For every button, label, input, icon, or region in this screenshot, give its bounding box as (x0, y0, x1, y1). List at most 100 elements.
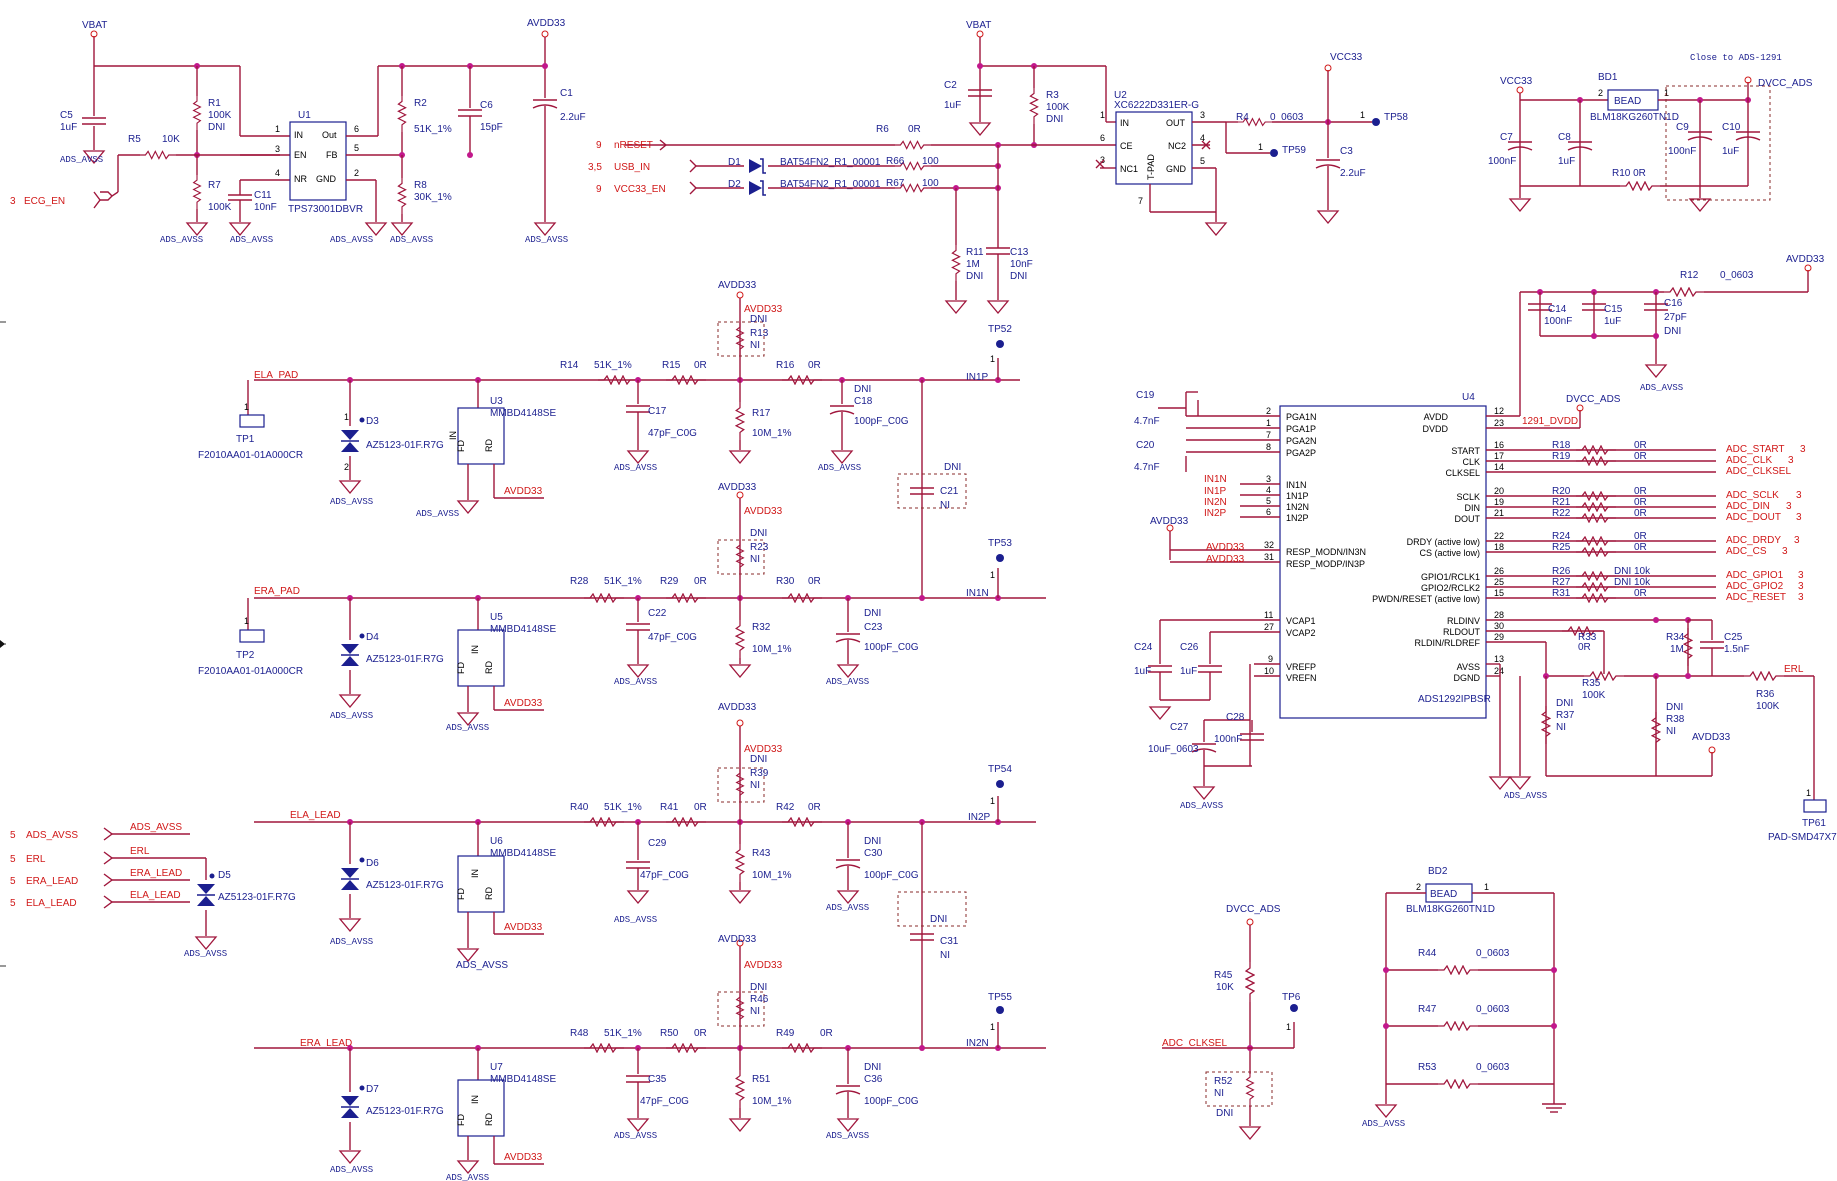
svg-text:100K: 100K (1046, 102, 1070, 113)
svg-text:4: 4 (1200, 133, 1205, 143)
svg-text:NI: NI (750, 1006, 760, 1017)
svg-text:10M_1%: 10M_1% (752, 1096, 792, 1107)
svg-text:R11: R11 (966, 247, 984, 258)
svg-text:5: 5 (10, 854, 16, 865)
svg-text:ADC_GPIO2: ADC_GPIO2 (1726, 581, 1784, 592)
svg-text:ADS_AVSS: ADS_AVSS (614, 463, 657, 473)
svg-text:1uF: 1uF (1558, 156, 1575, 167)
svg-text:IN1N: IN1N (1204, 474, 1227, 485)
svg-text:30K_1%: 30K_1% (414, 192, 452, 203)
svg-text:51K_1%: 51K_1% (604, 1028, 642, 1039)
svg-text:0R: 0R (1634, 542, 1647, 553)
svg-text:AVDD33: AVDD33 (504, 486, 543, 497)
svg-text:RLDOUT: RLDOUT (1443, 627, 1481, 637)
tp53-ref: TP53 (988, 538, 1012, 549)
svg-text:1: 1 (990, 796, 995, 806)
svg-text:DNI: DNI (864, 608, 881, 619)
svg-text:AVDD33: AVDD33 (718, 482, 757, 493)
svg-text:3: 3 (1794, 535, 1800, 546)
usb-in-net-label: USB_IN (614, 162, 650, 173)
u4-part: ADS1292IPBSR (1418, 694, 1491, 705)
svg-text:100nF: 100nF (1544, 316, 1572, 327)
c17-ref: C17 (648, 406, 667, 417)
svg-text:2.2uF: 2.2uF (560, 112, 586, 123)
svg-text:R37: R37 (1556, 710, 1575, 721)
vbat-port-icon (90, 30, 98, 38)
svg-text:IN2N: IN2N (1204, 497, 1227, 508)
vcc33-label: VCC33 (1330, 52, 1363, 63)
tp2-ref: TP2 (236, 650, 255, 661)
svg-text:AVDD33: AVDD33 (1786, 254, 1825, 265)
channel-era-pad: ERA_PAD 1 TP2 F2010AA01-01A000CR D4 AZ51… (198, 482, 1046, 733)
svg-text:BEAD: BEAD (1430, 889, 1457, 900)
r46-ref: R46 (750, 994, 769, 1005)
svg-text:VCAP1: VCAP1 (1286, 616, 1316, 626)
svg-text:MMBD4148SE: MMBD4148SE (490, 408, 556, 419)
svg-text:ADS_AVSS: ADS_AVSS (26, 830, 78, 841)
r15-ref: R15 (662, 360, 681, 371)
svg-text:ADS_AVSS: ADS_AVSS (826, 903, 869, 913)
svg-text:100nF: 100nF (1214, 734, 1242, 745)
svg-text:FD: FD (456, 1114, 466, 1126)
u1-part: TPS73001DBVR (288, 204, 363, 215)
svg-text:0_0603: 0_0603 (1270, 112, 1304, 123)
svg-text:1N2N: 1N2N (1286, 502, 1309, 512)
svg-text:ADC_SCLK: ADC_SCLK (1726, 490, 1779, 501)
svg-text:ADS_AVSS: ADS_AVSS (184, 949, 227, 959)
svg-text:AVDD33: AVDD33 (744, 304, 783, 315)
erl-net-label: ERL (26, 854, 46, 865)
svg-text:10M_1%: 10M_1% (752, 428, 792, 439)
svg-text:28: 28 (1494, 610, 1504, 620)
svg-text:25: 25 (1494, 577, 1504, 587)
svg-text:R12: R12 (1680, 270, 1699, 281)
svg-text:5: 5 (10, 898, 16, 909)
svg-text:C15: C15 (1604, 304, 1623, 315)
ecg-en-net-label: ECG_EN (24, 196, 65, 207)
svg-text:BLM18KG260TN1D: BLM18KG260TN1D (1590, 112, 1679, 123)
svg-text:17: 17 (1494, 451, 1504, 461)
svg-text:2: 2 (354, 168, 359, 178)
svg-text:C1: C1 (560, 88, 573, 99)
svg-text:C11: C11 (254, 190, 272, 201)
svg-text:1N2P: 1N2P (1286, 513, 1309, 523)
svg-text:0R: 0R (1578, 642, 1591, 653)
r29-ref: R29 (660, 576, 679, 587)
svg-text:DRDY (active low): DRDY (active low) (1407, 537, 1480, 547)
svg-text:ADS_AVSS: ADS_AVSS (330, 711, 373, 721)
svg-text:3: 3 (1200, 110, 1205, 120)
svg-text:21: 21 (1494, 508, 1504, 518)
svg-text:EN: EN (294, 150, 307, 160)
svg-text:5: 5 (10, 876, 16, 887)
svg-text:R36: R36 (1756, 689, 1775, 700)
r32-ref: R32 (752, 622, 771, 633)
svg-text:DVCC_ADS: DVCC_ADS (1566, 394, 1621, 405)
tp61-ref: TP61 (1802, 818, 1826, 829)
svg-text:NI: NI (1556, 722, 1566, 733)
svg-text:DNI: DNI (1556, 698, 1573, 709)
svg-text:10: 10 (1264, 666, 1274, 676)
svg-text:0R: 0R (1634, 451, 1647, 462)
dvcc-ads-label: DVCC_ADS (1758, 78, 1813, 89)
svg-text:R2: R2 (414, 98, 427, 109)
svg-text:15pF: 15pF (480, 122, 503, 133)
svg-text:0R: 0R (1634, 588, 1647, 599)
u5-ref: U5 (490, 612, 503, 623)
svg-text:C10: C10 (1722, 122, 1741, 133)
r30-ref: R30 (776, 576, 795, 587)
svg-text:C27: C27 (1170, 722, 1189, 733)
svg-text:ADS_AVSS: ADS_AVSS (1640, 383, 1683, 393)
svg-text:RD: RD (484, 661, 494, 674)
r13-ref: R13 (750, 328, 769, 339)
svg-text:AZ5123-01F.R7G: AZ5123-01F.R7G (366, 1106, 444, 1117)
svg-text:3: 3 (1788, 455, 1794, 466)
svg-text:4.7nF: 4.7nF (1134, 416, 1160, 427)
svg-text:CE: CE (1120, 141, 1133, 151)
svg-text:47pF_C0G: 47pF_C0G (640, 870, 689, 881)
svg-text:DNI: DNI (854, 384, 871, 395)
c30-ref: C30 (864, 848, 883, 859)
svg-text:IN: IN (294, 130, 303, 140)
svg-text:ELA_LEAD: ELA_LEAD (26, 898, 77, 909)
